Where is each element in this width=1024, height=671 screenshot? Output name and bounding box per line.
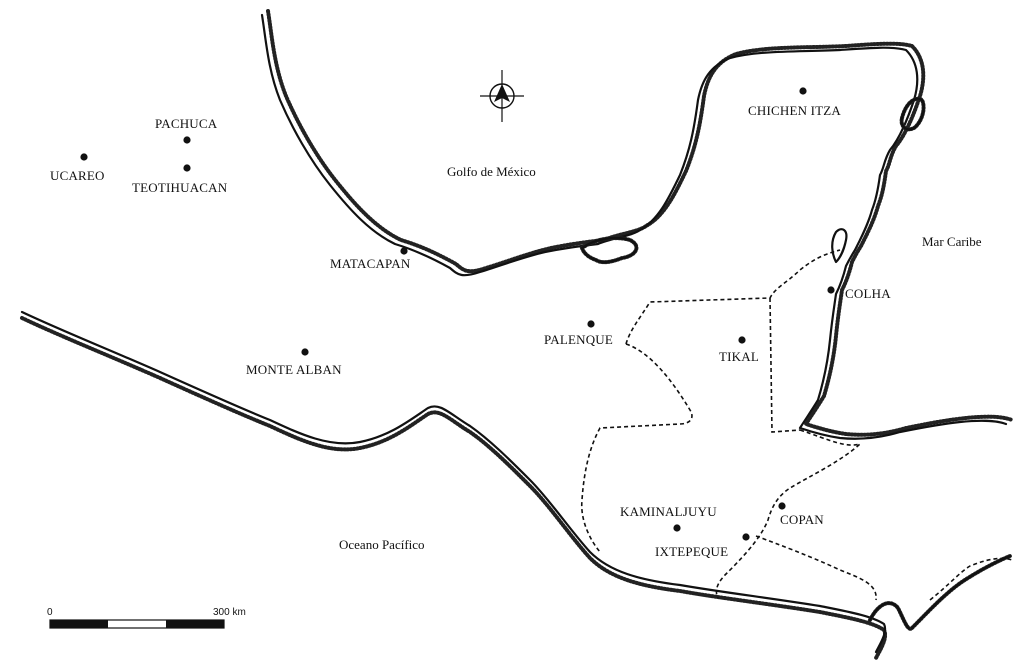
site-dot-chichen-itza — [799, 87, 807, 95]
site-dot-teotihuacan — [183, 164, 191, 172]
label-caribbean: Mar Caribe — [922, 234, 982, 249]
site-label-matacapan: MATACAPAN — [330, 256, 411, 271]
site-labels: PACHUCA UCAREO TEOTIHUACAN MATACAPAN MON… — [50, 103, 891, 559]
border-nicaragua — [929, 557, 1013, 601]
north-arrow-icon — [480, 70, 524, 122]
gulf-coast-line — [260, 13, 1008, 440]
scale-end-label: 300 km — [213, 607, 246, 618]
site-label-teotihuacan: TEOTIHUACAN — [132, 180, 228, 195]
site-label-copan: COPAN — [780, 512, 824, 527]
site-dot-ixtepeque — [742, 533, 750, 541]
lagoon — [579, 236, 639, 265]
site-label-pachuca: PACHUCA — [155, 116, 218, 131]
site-dot-kaminaljuyu — [673, 524, 681, 532]
site-label-kaminaljuyu: KAMINALJUYU — [620, 504, 717, 519]
site-dot-copan — [778, 502, 786, 510]
scale-start-label: 0 — [47, 607, 53, 618]
site-dot-palenque — [587, 320, 595, 328]
site-label-colha: COLHA — [845, 286, 891, 301]
site-label-palenque: PALENQUE — [544, 332, 613, 347]
scale-bar: 0 300 km — [47, 607, 246, 629]
gulf-coastline — [260, 9, 1014, 440]
site-dot-matacapan — [400, 247, 408, 255]
site-markers — [80, 87, 835, 541]
border-honduras — [715, 429, 861, 599]
site-dot-monte-alban — [301, 348, 309, 356]
pacific-coastline — [20, 310, 1012, 660]
site-label-monte-alban: MONTE ALBAN — [246, 362, 342, 377]
national-borders — [580, 249, 1013, 601]
label-pacific: Oceano Pacífico — [339, 537, 425, 552]
site-label-ucareo: UCAREO — [50, 168, 105, 183]
site-label-tikal: TIKAL — [719, 349, 759, 364]
border-guatemala-north — [625, 249, 841, 345]
border-belize — [769, 297, 801, 433]
chetumal-bay — [831, 228, 848, 264]
border-mexico-guatemala — [580, 343, 693, 553]
site-dot-colha — [827, 286, 835, 294]
border-honduras-salvador — [755, 535, 877, 601]
site-dot-tikal — [738, 336, 746, 344]
pacific-coast-line — [20, 310, 887, 654]
site-label-ixtepeque: IXTEPEQUE — [655, 544, 728, 559]
island-cozumel — [899, 96, 926, 132]
site-label-chichen-itza: CHICHEN ITZA — [748, 103, 841, 118]
label-gulf: Golfo de México — [447, 164, 536, 179]
site-dot-ucareo — [80, 153, 88, 161]
site-dot-pachuca — [183, 136, 191, 144]
